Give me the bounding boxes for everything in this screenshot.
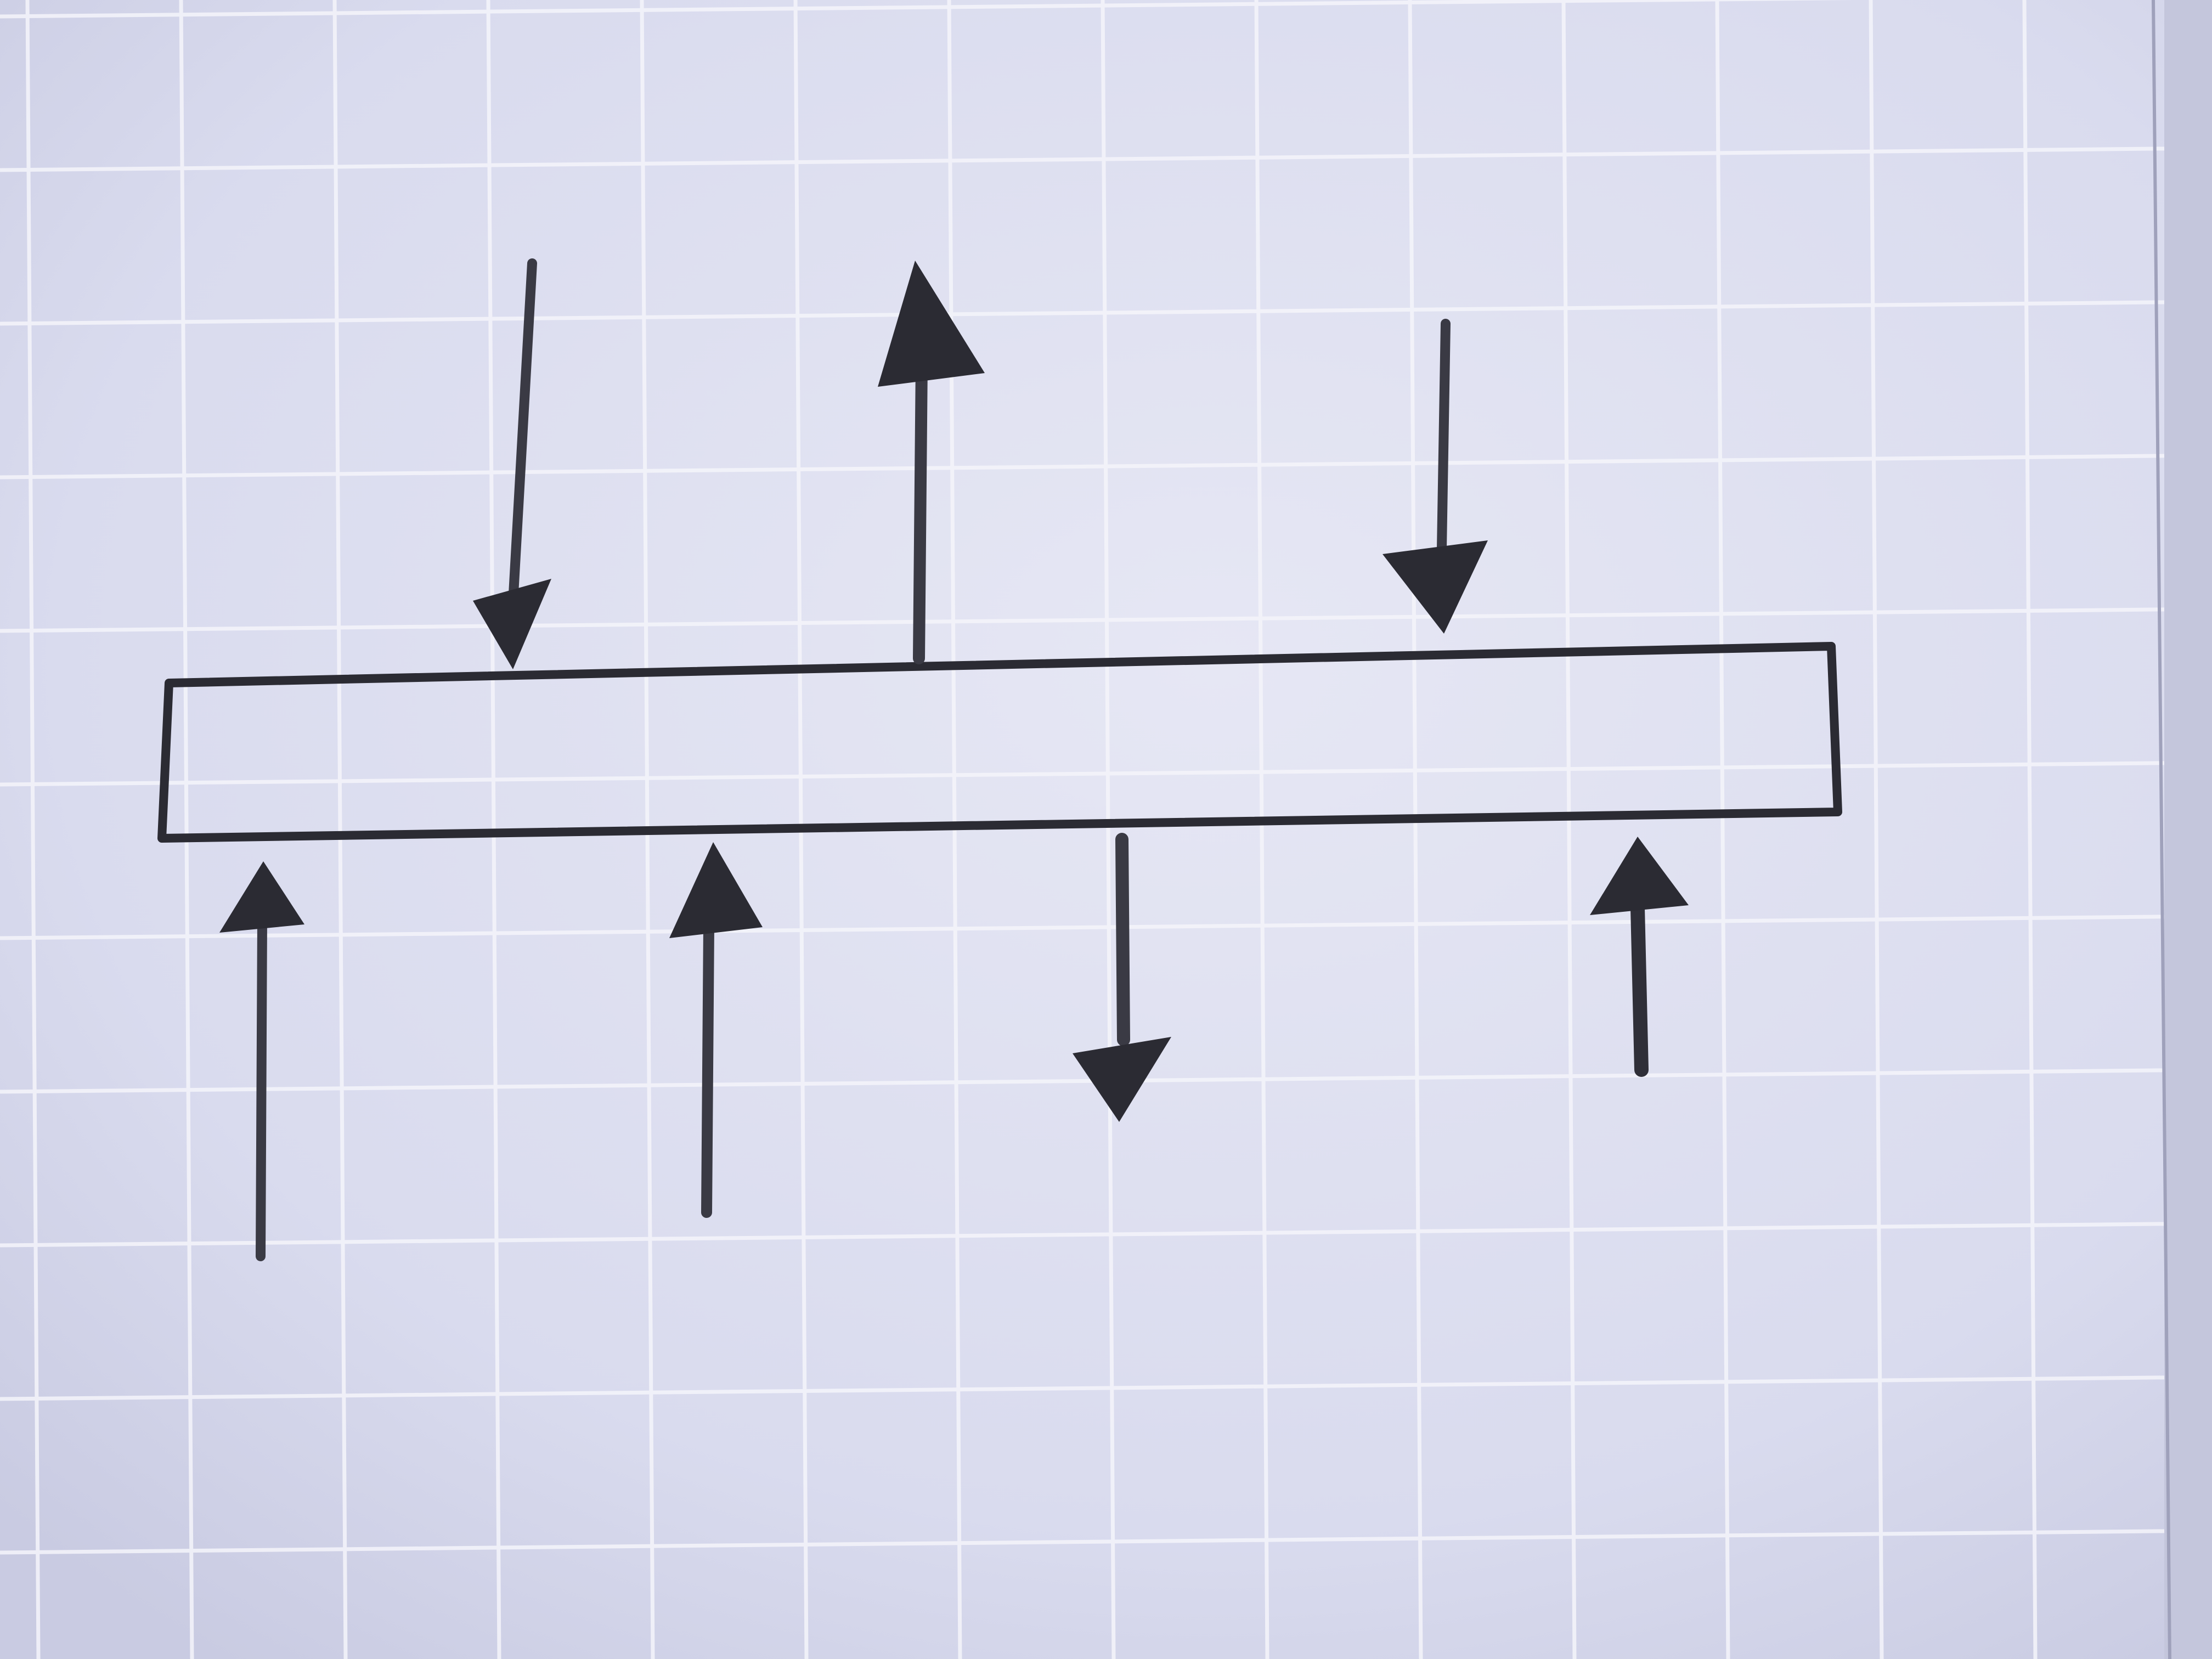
grid-line-vertical (1408, 0, 1423, 1659)
grid-line-horizontal (0, 1221, 2212, 1248)
grid-line-horizontal (0, 1528, 2212, 1555)
grid-line-horizontal (0, 1375, 2212, 1401)
arrow-top-1 (473, 258, 551, 669)
grid-line-vertical (179, 0, 194, 1659)
grid-line-horizontal (0, 0, 1853, 19)
arrow-bottom-2 (669, 842, 763, 1218)
grid-line-horizontal (0, 914, 2212, 940)
arrow-top-2 (878, 261, 985, 664)
grid-line-horizontal (0, 760, 2212, 787)
force-diagram (157, 258, 1842, 1261)
grid-line-vertical (25, 0, 41, 1659)
grid-line-vertical (1869, 0, 1884, 1659)
grid-line-vertical (1254, 0, 1269, 1659)
grid-line-vertical (2022, 0, 2038, 1659)
page-edge-shadow (2164, 0, 2212, 1659)
beam (157, 642, 1842, 843)
grid-line-horizontal (0, 300, 2212, 326)
arrow-bottom-3 (1073, 833, 1171, 1122)
arrow-top-3 (1383, 319, 1488, 634)
grid-line-horizontal (0, 607, 2212, 633)
grid-line-horizontal (0, 146, 2212, 172)
grid-line-horizontal (0, 453, 2212, 479)
arrow-bottom-4 (1590, 837, 1689, 1077)
arrow-bottom-1 (219, 861, 304, 1261)
grid-line-vertical (332, 0, 348, 1659)
grid-line-vertical (1101, 0, 1116, 1659)
page-edge-line (2152, 0, 2171, 1659)
